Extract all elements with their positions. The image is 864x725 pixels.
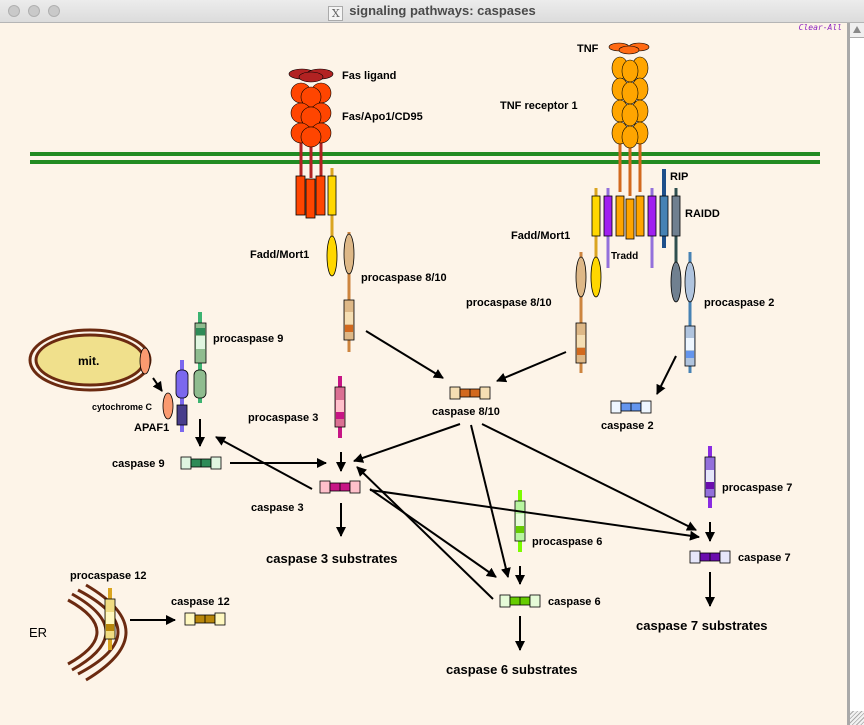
procaspase-810-left-label: procaspase 8/10	[361, 272, 447, 284]
clear-all-button[interactable]: Clear-All	[798, 23, 842, 32]
caspase-12-shape[interactable]	[184, 612, 226, 626]
cytochrome-c-label: cytochrome C	[92, 402, 153, 412]
fas-receptor-label: Fas/Apo1/CD95	[342, 111, 423, 123]
raidd-label: RAIDD	[685, 208, 720, 220]
caspase-3-substrates-label: caspase 3 substrates	[266, 551, 398, 566]
procaspase-2-label: procaspase 2	[704, 297, 774, 309]
tnf-receptor-label: TNF receptor 1	[500, 100, 578, 112]
procaspase-9-shape[interactable]	[193, 312, 207, 403]
fadd-right-shape[interactable]	[590, 188, 602, 298]
procaspase-12-shape[interactable]	[104, 588, 116, 650]
mitochondrion-label: mit.	[78, 354, 99, 368]
caspase-7-substrates-label: caspase 7 substrates	[636, 618, 768, 633]
minimize-button[interactable]	[28, 5, 40, 17]
caspase-9-label: caspase 9	[112, 458, 165, 470]
pathway-diagram: Fas ligand Fas/Apo1/CD95 Fadd/Mort1 proc…	[28, 42, 820, 682]
procaspase-7-label: procaspase 7	[722, 482, 792, 494]
pathway-arrows	[130, 330, 715, 651]
er-label: ER	[29, 625, 47, 640]
fadd-left-label: Fadd/Mort1	[250, 249, 309, 261]
arrow-caspase3-to-caspase9	[215, 436, 313, 490]
fas-ligand-label: Fas ligand	[342, 70, 396, 82]
procaspase-9-label: procaspase 9	[213, 333, 283, 345]
arrow-caspase6-to-caspase3	[356, 466, 494, 600]
procaspase-12-label: procaspase 12	[70, 570, 146, 582]
caspase-3-label: caspase 3	[251, 502, 304, 514]
close-button[interactable]	[8, 5, 20, 17]
arrow-caspase3-to-caspase6	[369, 488, 497, 578]
arrow-caspase810-to-caspase6	[470, 424, 511, 578]
zoom-button[interactable]	[48, 5, 60, 17]
caspase-2-shape[interactable]	[610, 400, 652, 414]
caspase-7-shape[interactable]	[689, 550, 731, 564]
x11-icon: X	[328, 6, 344, 21]
tradd-shape[interactable]	[603, 188, 657, 268]
procaspase-810-right-shape[interactable]	[575, 252, 587, 373]
apaf1-shape[interactable]	[175, 360, 189, 432]
fas-receptor-shape[interactable]	[290, 82, 332, 219]
tradd-label: Tradd	[611, 251, 638, 262]
procaspase-6-label: procaspase 6	[532, 536, 602, 548]
procaspase-6-shape[interactable]	[514, 490, 526, 552]
caspase-2-label: caspase 2	[601, 420, 654, 432]
arrow-procaspase810-right-to-caspase810	[496, 351, 567, 383]
procaspase-810-left-shape[interactable]	[343, 232, 355, 352]
procaspase-810-right-label: procaspase 8/10	[466, 297, 552, 309]
raidd-shape[interactable]	[670, 188, 682, 303]
rip-label: RIP	[670, 171, 688, 183]
mitochondrion-shape[interactable]	[28, 328, 152, 392]
procaspase-2-shape[interactable]	[684, 252, 696, 373]
er-shape[interactable]	[67, 583, 128, 682]
tnf-receptor-shape[interactable]	[611, 56, 649, 240]
caspase-810-shape[interactable]	[449, 386, 491, 400]
procaspase-7-shape[interactable]	[704, 446, 716, 508]
cytochrome-c-shape[interactable]	[162, 392, 174, 420]
arrow-caspase810-to-caspase3	[353, 423, 461, 463]
caspase-6-shape[interactable]	[499, 594, 541, 608]
procaspase-3-label: procaspase 3	[248, 412, 318, 424]
arrow-procaspase810-left-to-caspase810	[365, 330, 444, 379]
apaf1-label: APAF1	[134, 422, 169, 434]
caspase-6-substrates-label: caspase 6 substrates	[446, 662, 578, 677]
tnf-label: TNF	[577, 43, 599, 55]
caspase-12-label: caspase 12	[171, 596, 230, 608]
resize-grip-icon[interactable]	[850, 711, 864, 725]
tnf-shape[interactable]	[608, 42, 650, 55]
caspase-3-shape[interactable]	[319, 480, 361, 494]
arrow-mito-to-cytochrome	[152, 377, 163, 392]
fadd-right-label: Fadd/Mort1	[511, 230, 570, 242]
caspase-810-label: caspase 8/10	[432, 406, 500, 418]
arrow-caspase3-to-caspase7	[369, 489, 700, 541]
caspase-9-shape[interactable]	[180, 456, 222, 470]
window-title-text: signaling pathways: caspases	[349, 3, 536, 18]
procaspase-3-shape[interactable]	[334, 376, 346, 438]
rip-shape[interactable]	[659, 169, 669, 248]
arrow-procaspase2-to-caspase2	[656, 355, 677, 395]
fas-ligand-shape[interactable]	[288, 68, 334, 83]
scroll-up-arrow-icon[interactable]	[850, 23, 864, 38]
vertical-scrollbar[interactable]	[847, 23, 864, 725]
caspase-7-label: caspase 7	[738, 552, 791, 564]
arrow-caspase810-to-caspase7	[481, 423, 697, 531]
cell-membrane	[30, 152, 820, 164]
fadd-left-shape[interactable]	[326, 168, 338, 277]
caspase-6-label: caspase 6	[548, 596, 601, 608]
